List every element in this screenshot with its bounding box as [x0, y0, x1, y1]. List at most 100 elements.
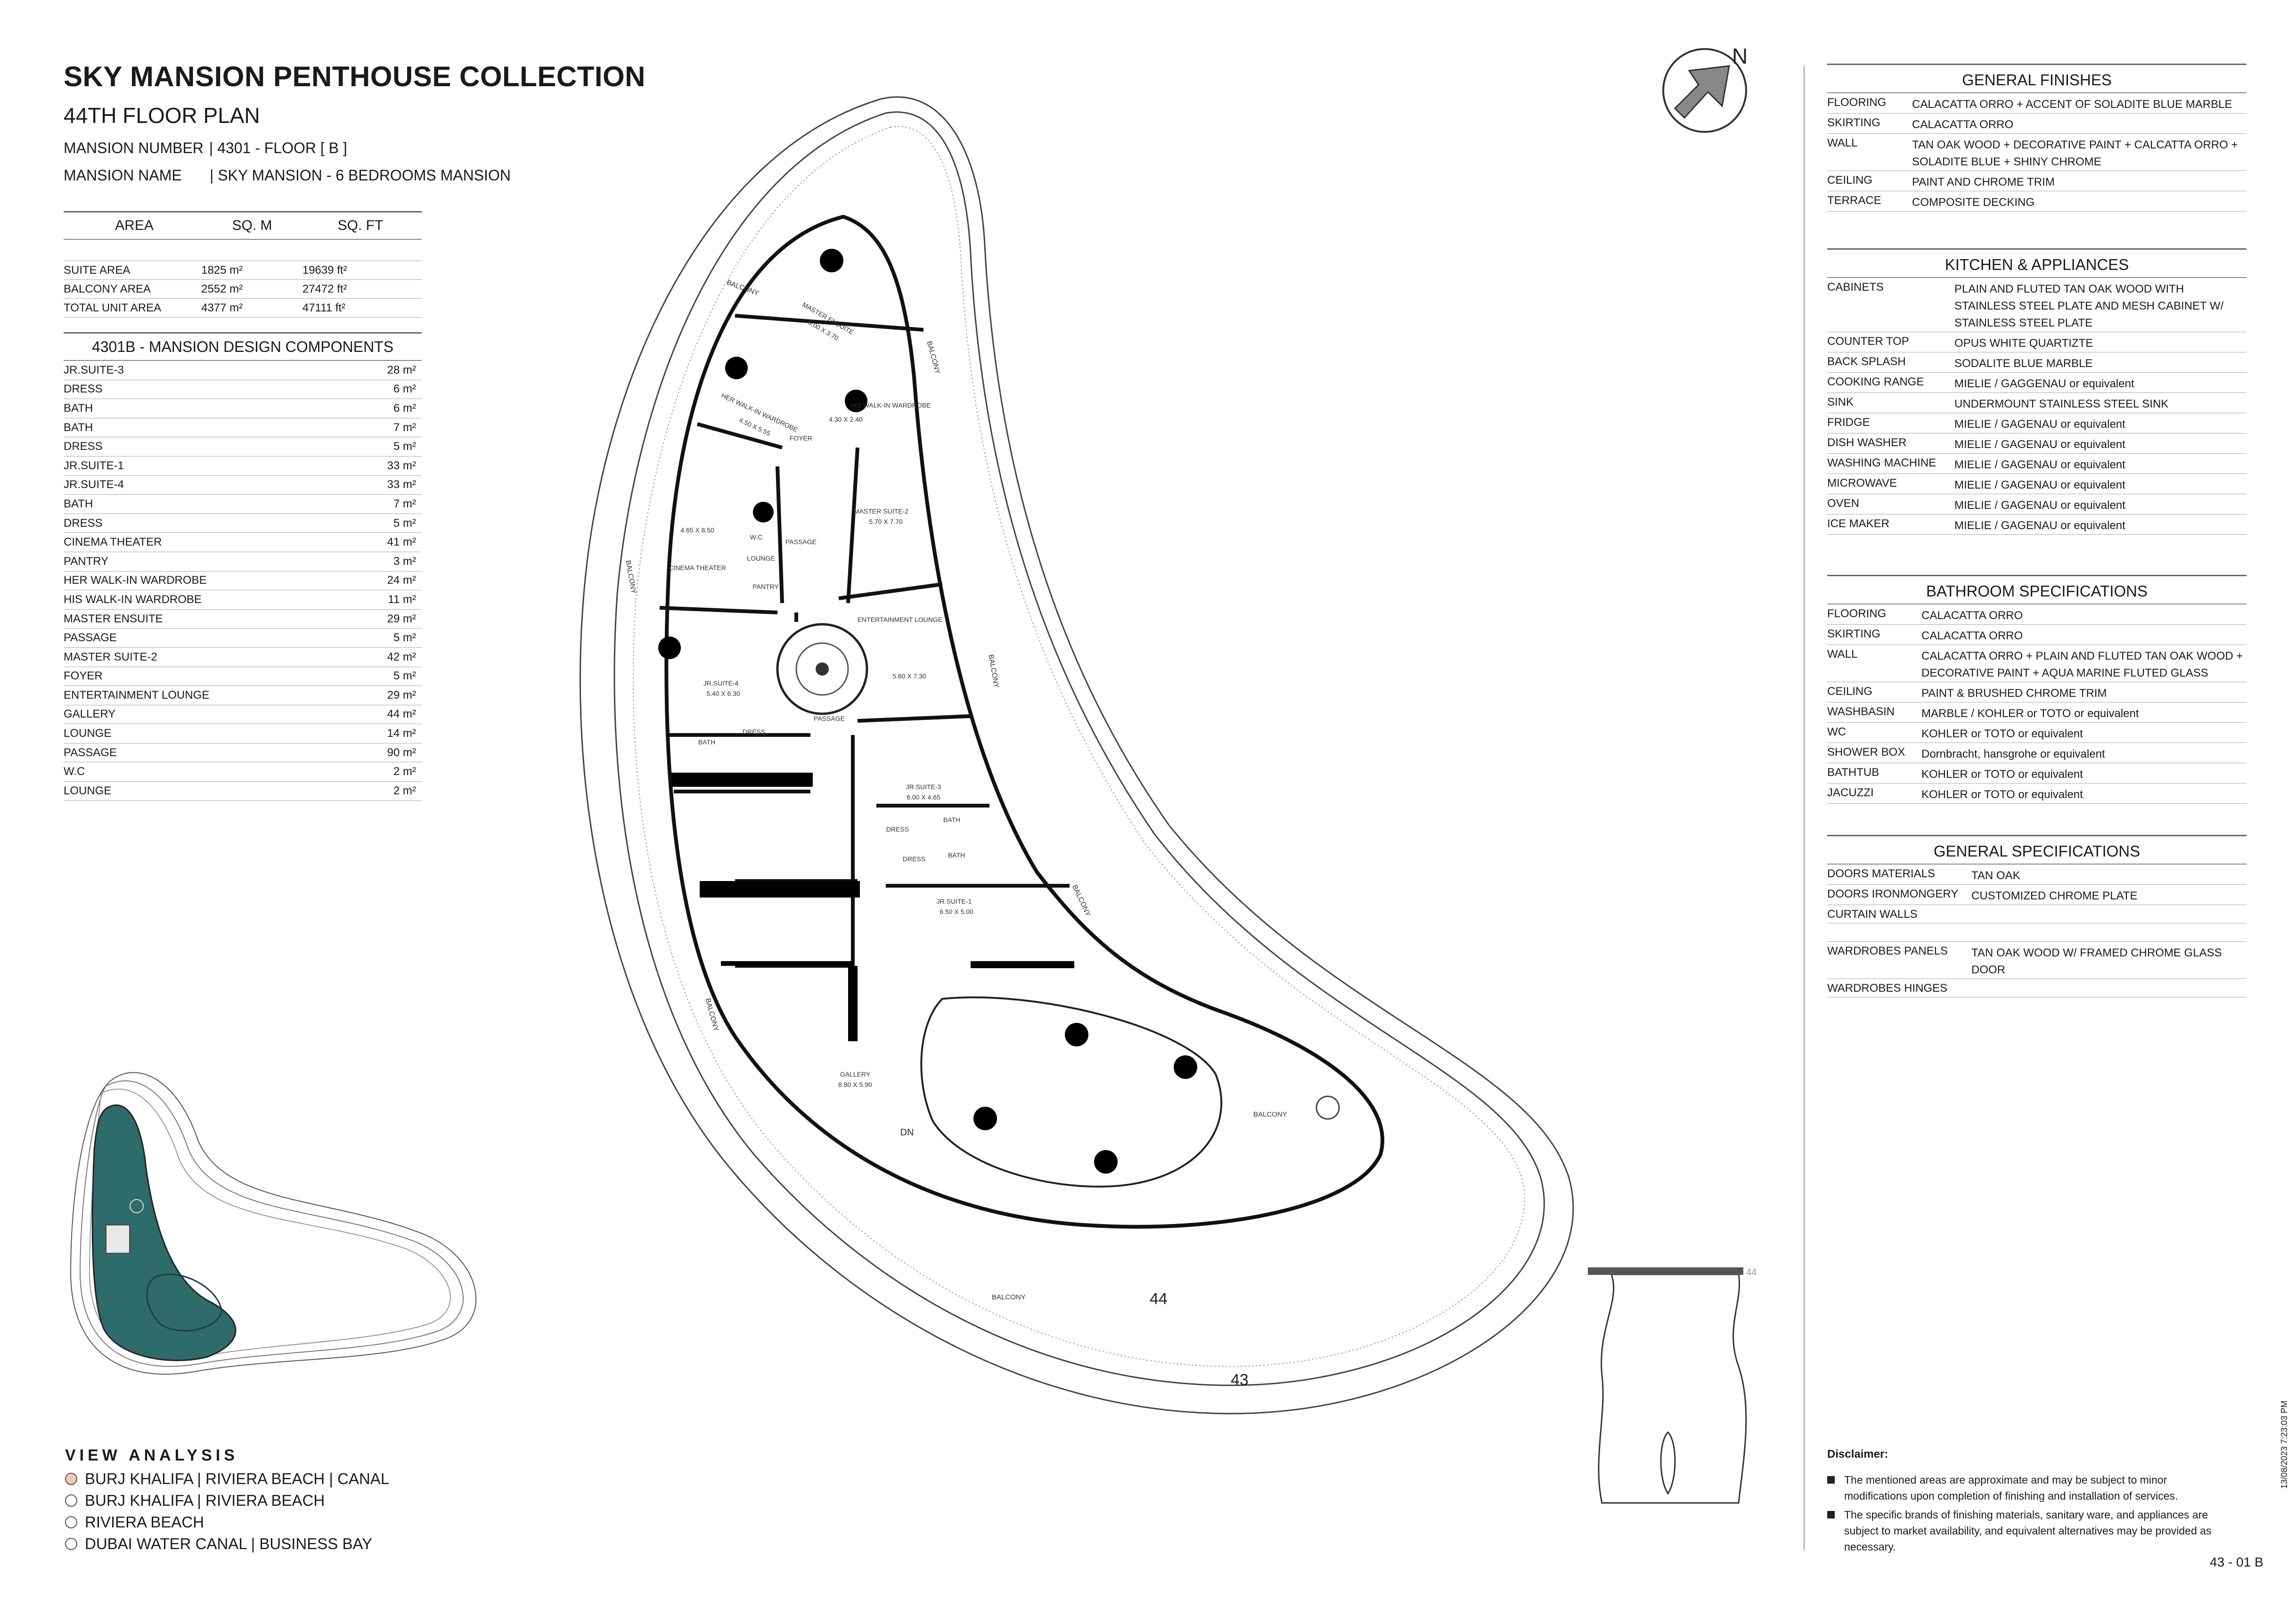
spec-value: MIELIE / GAGGENAU or equivalent: [1954, 377, 2134, 390]
table-row: SUITE AREA 1825 m² 19639 ft²: [64, 261, 422, 280]
disclaimer-item: The mentioned areas are approximate and …: [1827, 1472, 2223, 1504]
component-area: 28 m²: [387, 363, 416, 376]
view-analysis-label: BURJ KHALIFA | RIVIERA BEACH | CANAL: [85, 1470, 390, 1487]
room-label: ENTERTAINMENT LOUNGE: [858, 616, 942, 623]
room-label: W.C: [750, 533, 762, 541]
room-dim: 5.60 X 7.30: [892, 672, 926, 680]
area-sqft: 47111 ft²: [302, 301, 346, 314]
room-label: CINEMA THEATER: [669, 564, 726, 571]
spiral-stair: [776, 623, 868, 715]
component-name: LOUNGE: [64, 727, 112, 740]
floor-43-label: 43: [1231, 1371, 1249, 1389]
spec-value: CALACATTA ORRO + PLAIN AND FLUTED TAN OA…: [1921, 650, 2243, 679]
date-stamp: 13/08/2023 7:23:03 PM: [2280, 1400, 2289, 1489]
room-dim: 8.80 X 5.90: [838, 1081, 872, 1088]
spec-key: ICE MAKER: [1827, 517, 1890, 530]
component-area: 90 m²: [387, 746, 416, 759]
component-name: PASSAGE: [64, 746, 117, 759]
balcony-label: BALCONY: [1070, 883, 1092, 917]
component-area: 2 m²: [393, 784, 416, 797]
bullet-square-icon: [1827, 1476, 1835, 1484]
spec-key: MICROWAVE: [1827, 477, 1897, 490]
table-row: [1827, 923, 2247, 942]
disclaimer-text: The specific brands of finishing materia…: [1844, 1509, 2212, 1553]
view-analysis-item: DUBAI WATER CANAL | BUSINESS BAY: [65, 1535, 372, 1553]
table-row: TOTAL UNIT AREA 4377 m² 47111 ft²: [64, 299, 422, 318]
area-name: TOTAL UNIT AREA: [64, 301, 162, 314]
component-name: HER WALK-IN WARDROBE: [64, 574, 207, 587]
spec-key: COUNTER TOP: [1827, 335, 1909, 348]
spec-key: WALL: [1827, 648, 1858, 661]
component-area: 11 m²: [388, 593, 416, 606]
terrace-outline: [920, 996, 1223, 1188]
table-row: MASTER SUITE-2 42 m²: [64, 648, 422, 667]
disclaimer: Disclaimer: The mentioned areas are appr…: [1827, 1446, 2223, 1558]
service-cores: [671, 773, 1074, 1041]
components-table: 4301B - MANSION DESIGN COMPONENTS JR.SUI…: [64, 332, 422, 801]
disclaimer-title: Disclaimer:: [1827, 1448, 1888, 1461]
spec-key: JACUZZI: [1827, 786, 1874, 799]
spec-key: CABINETS: [1827, 281, 1884, 294]
component-name: LOUNGE: [64, 784, 112, 797]
component-area: 24 m²: [387, 574, 416, 587]
spec-key: DOORS MATERIALS: [1827, 867, 1935, 880]
balcony-label: BALCONY: [992, 1293, 1026, 1301]
components-title: 4301B - MANSION DESIGN COMPONENTS: [64, 332, 422, 361]
spec-value: SODALITE BLUE MARBLE: [1954, 357, 2093, 370]
room-label: GALLERY: [840, 1070, 871, 1078]
spec-value: KOHLER or TOTO or equivalent: [1921, 727, 2083, 740]
spec-value: TAN OAK WOOD + DECORATIVE PAINT + CALCAT…: [1912, 139, 2238, 168]
spec-key: CEILING: [1827, 174, 1873, 187]
component-area: 29 m²: [387, 612, 416, 625]
mansion-name-label: MANSION NAME: [64, 167, 182, 184]
spec-value: KOHLER or TOTO or equivalent: [1921, 768, 2083, 781]
component-name: MASTER SUITE-2: [64, 650, 157, 663]
spec-key: WARDROBES HINGES: [1827, 982, 1948, 995]
room-label: PANTRY: [752, 583, 779, 590]
area-table: AREA SQ. M SQ. FT SUITE AREA 1825 m² 196…: [64, 211, 422, 318]
room-label: DRESS: [886, 825, 909, 833]
spec-value: COMPOSITE DECKING: [1912, 196, 2035, 209]
terrace-planter: [1316, 1095, 1340, 1120]
spec-key: SKIRTING: [1827, 628, 1880, 640]
component-area: 42 m²: [387, 650, 416, 663]
spec-value: Dornbracht, hansgrohe or equivalent: [1921, 748, 2105, 760]
radio-dot-icon: [65, 1494, 77, 1507]
area-header: AREA: [115, 218, 154, 233]
page-number: 43 - 01 B: [2210, 1555, 2263, 1569]
room-dim: 6.00 X 4.65: [907, 793, 940, 801]
component-name: JR.SUITE-4: [64, 478, 124, 491]
spec-key: OVEN: [1827, 497, 1860, 510]
columns: [658, 249, 1197, 1174]
component-name: BATH: [64, 421, 93, 434]
component-name: JR.SUITE-3: [64, 363, 124, 376]
room-label: BATH: [698, 738, 715, 746]
spec-value: UNDERMOUNT STAINLESS STEEL SINK: [1954, 398, 2169, 410]
component-name: W.C: [64, 765, 85, 778]
area-sqft: 27472 ft²: [302, 282, 347, 295]
view-analysis-title: VIEW ANALYSIS: [65, 1446, 238, 1464]
room-dim: 4.65 X 8.50: [680, 526, 714, 534]
component-area: 5 m²: [393, 669, 416, 683]
